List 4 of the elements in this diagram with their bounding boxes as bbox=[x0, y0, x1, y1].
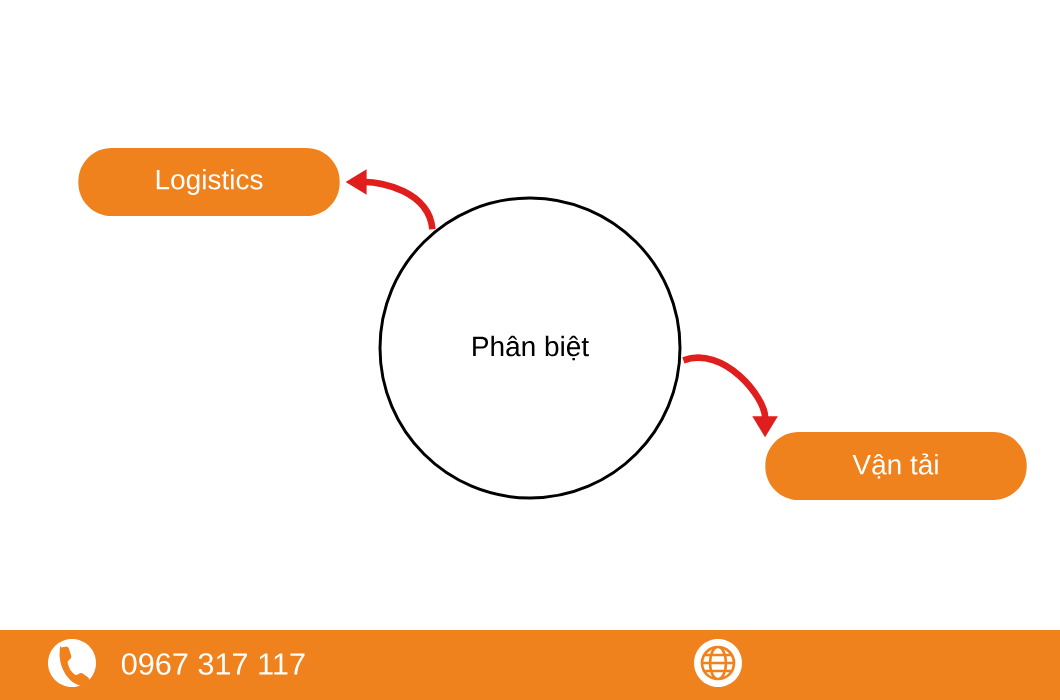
circle-node: Phân biệt bbox=[378, 196, 682, 500]
rounded-box: Vận tải bbox=[765, 432, 1027, 500]
phone-number: 0967 317 117 bbox=[121, 653, 305, 675]
rounded-box: Logistics bbox=[78, 148, 340, 216]
